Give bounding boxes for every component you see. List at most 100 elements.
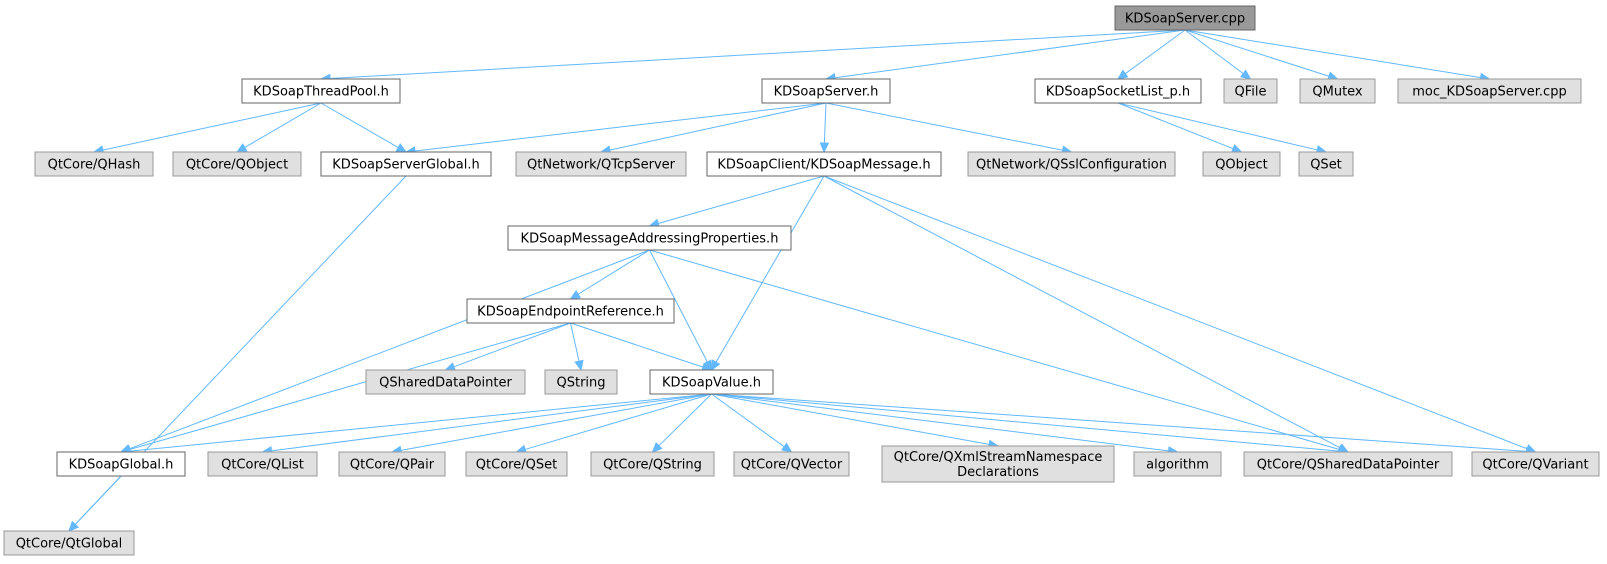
node-label: QtCore/QXmlStreamNamespace <box>894 450 1103 465</box>
node-label: QFile <box>1235 85 1267 100</box>
node-box <box>967 151 1176 177</box>
edge-addressing-to-global <box>119 249 650 454</box>
node-box <box>1114 5 1256 31</box>
node-qtcore-qvariant: QtCore/QVariant <box>1471 451 1600 477</box>
node-kdsoapserver-h[interactable]: KDSoapServer.h <box>761 78 891 104</box>
edge-endpoint-to-qstring <box>570 322 584 372</box>
node-label: QMutex <box>1312 85 1363 100</box>
node-qtcore-qvector: QtCore/QVector <box>733 451 850 477</box>
node-qtcore-qpair: QtCore/QPair <box>338 451 446 477</box>
node-label: QSharedDataPointer <box>379 376 512 391</box>
node-box <box>881 445 1115 483</box>
node-kdsoapendpointreference-h[interactable]: KDSoapEndpointReference.h <box>466 298 675 324</box>
node-box <box>544 369 618 395</box>
node-qtcore-qset: QtCore/QSet <box>465 451 568 477</box>
node-kdsoapmessageaddressingproperties-h[interactable]: KDSoapMessageAddressingProperties.h <box>507 225 792 251</box>
node-box <box>1298 151 1354 177</box>
node-qtcore-qhash: QtCore/QHash <box>34 151 154 177</box>
node-box <box>207 451 318 477</box>
node-box <box>1034 78 1202 104</box>
node-box <box>1133 451 1222 477</box>
edge-message-to-qshared_core <box>823 175 1350 453</box>
edge-endpoint-to-value <box>570 322 713 372</box>
node-label: QtCore/QSharedDataPointer <box>1257 458 1440 473</box>
node-box <box>320 151 492 177</box>
node-label: KDSoapSocketList_p.h <box>1046 85 1190 100</box>
node-kdsoapsocketlist-p-h[interactable]: KDSoapSocketList_p.h <box>1034 78 1202 104</box>
node-label: KDSoapServer.h <box>774 85 879 100</box>
node-box <box>590 451 715 477</box>
node-label: KDSoapMessageAddressingProperties.h <box>521 232 779 247</box>
node-box <box>649 369 774 395</box>
edge-addressing-to-qshared_core <box>649 249 1350 454</box>
node-label: QtCore/QHash <box>48 158 141 173</box>
node-qstring: QString <box>544 369 618 395</box>
node-qtnetwork-qtcpserver: QtNetwork/QTcpServer <box>515 151 687 177</box>
node-label: algorithm <box>1146 458 1209 473</box>
edge-addressing-to-endpoint <box>569 249 650 300</box>
node-box <box>1202 151 1281 177</box>
node-qtnetwork-qsslconfiguration: QtNetwork/QSslConfiguration <box>967 151 1176 177</box>
node-label: KDSoapEndpointReference.h <box>477 305 664 320</box>
node-kdsoapvalue-h[interactable]: KDSoapValue.h <box>649 369 774 395</box>
edge-socketlist-to-qset <box>1117 102 1328 155</box>
node-kdsoapclient-kdsoapmessage-h[interactable]: KDSoapClient/KDSoapMessage.h <box>706 151 942 177</box>
node-box <box>241 78 401 104</box>
node-label: QtCore/QList <box>221 458 304 473</box>
node-qfile: QFile <box>1223 78 1278 104</box>
edge-root-to-threadpool <box>319 29 1186 84</box>
node-qmutex: QMutex <box>1299 78 1376 104</box>
node-box <box>172 151 302 177</box>
edge-root-to-qfile <box>1184 29 1252 80</box>
node-box <box>515 151 687 177</box>
node-box <box>1471 451 1600 477</box>
edge-server_h-to-qssl <box>825 102 1073 155</box>
edge-message-to-qvariant <box>823 175 1537 454</box>
node-box <box>338 451 446 477</box>
node-qshareddatapointer: QSharedDataPointer <box>365 369 526 395</box>
node-qtcore-qobject: QtCore/QObject <box>172 151 302 177</box>
node-qset: QSet <box>1298 151 1354 177</box>
node-label: KDSoapClient/KDSoapMessage.h <box>717 158 930 173</box>
node-box <box>365 369 526 395</box>
edge-value-to-qlist <box>261 393 712 456</box>
node-label: QString <box>556 376 605 391</box>
node-kdsoapserverglobal-h[interactable]: KDSoapServerGlobal.h <box>320 151 492 177</box>
edge-value-to-qvariant <box>711 393 1537 457</box>
edge-server_h-to-message <box>819 102 830 154</box>
edge-threadpool-to-qhash <box>92 102 322 155</box>
node-box <box>733 451 850 477</box>
node-qtcore-qstring: QtCore/QString <box>590 451 715 477</box>
node-box <box>507 225 792 251</box>
node-qtcore-qshareddatapointer: QtCore/QSharedDataPointer <box>1243 451 1453 477</box>
node-box <box>1243 451 1453 477</box>
edges-layer <box>68 29 1537 532</box>
edge-message-to-addressing <box>648 175 825 228</box>
node-label: QtNetwork/QTcpServer <box>527 158 676 173</box>
node-box <box>1299 78 1376 104</box>
node-label: QObject <box>1215 158 1268 173</box>
node-qtcore-qtglobal: QtCore/QtGlobal <box>3 530 135 556</box>
node-label: KDSoapServerGlobal.h <box>332 158 479 173</box>
node-label: KDSoapServer.cpp <box>1125 12 1245 27</box>
edge-endpoint-to-qshareddp <box>444 322 571 372</box>
node-kdsoapserver-cpp[interactable]: KDSoapServer.cpp <box>1114 5 1256 31</box>
edge-root-to-moc <box>1184 29 1491 83</box>
edge-value-to-qstring_core <box>651 393 712 453</box>
node-kdsoapthreadpool-h[interactable]: KDSoapThreadPool.h <box>241 78 401 104</box>
edge-global-to-qtglobal <box>68 475 122 532</box>
edge-value-to-qvector <box>711 393 793 453</box>
edge-root-to-qmutex <box>1184 29 1339 81</box>
node-box <box>56 451 186 477</box>
edge-root-to-server_h <box>824 29 1186 83</box>
node-label: moc_KDSoapServer.cpp <box>1412 85 1566 100</box>
edge-root-to-socketlist <box>1117 29 1186 80</box>
node-box <box>1223 78 1278 104</box>
edge-threadpool-to-qobject_core <box>235 102 322 153</box>
node-kdsoapglobal-h[interactable]: KDSoapGlobal.h <box>56 451 186 477</box>
node-moc-kdsoapserver-cpp: moc_KDSoapServer.cpp <box>1397 78 1582 104</box>
node-box <box>3 530 135 556</box>
